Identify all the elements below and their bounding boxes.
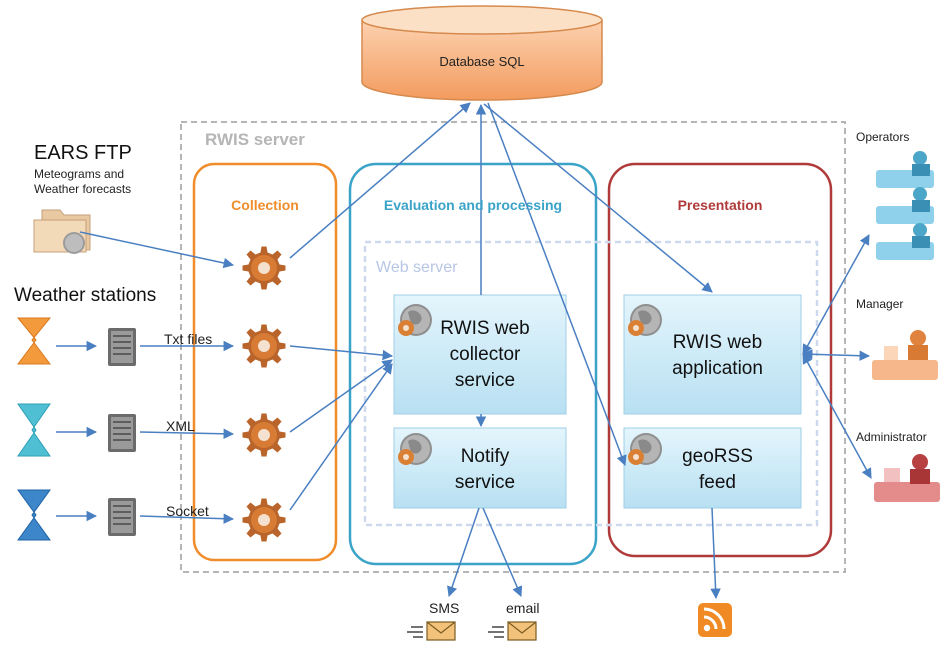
notify-service-label: Notify service bbox=[404, 444, 566, 496]
georss-line2: feed bbox=[699, 472, 736, 493]
manager-icon bbox=[872, 330, 938, 380]
gear-icon-txt bbox=[242, 324, 286, 368]
txt-files-label: Txt files bbox=[164, 331, 213, 347]
collection-heading: Collection bbox=[231, 197, 299, 213]
sms-label: SMS bbox=[429, 600, 460, 616]
administrator-label: Administrator bbox=[856, 430, 927, 444]
station-server-icon-3 bbox=[107, 497, 137, 537]
rwis-server-label: RWIS server bbox=[205, 130, 305, 149]
rss-icon bbox=[698, 603, 732, 637]
manager-label: Manager bbox=[856, 297, 904, 311]
gear-icon-xml bbox=[242, 413, 286, 457]
socket-label: Socket bbox=[166, 503, 209, 519]
database-cylinder bbox=[361, 5, 603, 101]
presentation-heading: Presentation bbox=[677, 197, 763, 213]
weather-stations-label: Weather stations bbox=[14, 285, 157, 306]
weather-station-icon-1 bbox=[16, 317, 52, 365]
email-label: email bbox=[506, 600, 540, 616]
collector-line2: collector bbox=[449, 344, 521, 365]
webapp-line1: RWIS web bbox=[672, 332, 763, 353]
administrator-icon bbox=[874, 454, 940, 502]
georss-line1: geoRSS bbox=[682, 446, 753, 467]
georss-label: geoRSS feed bbox=[634, 444, 801, 496]
collector-service-label: RWIS web collector service bbox=[404, 316, 566, 394]
ears-ftp-subtitle-line1: Meteograms and bbox=[34, 167, 125, 181]
collection-panel bbox=[192, 162, 338, 562]
notify-line1: Notify bbox=[460, 446, 510, 467]
rwis-server-boundary bbox=[180, 121, 846, 573]
evaluation-heading: Evaluation and processing bbox=[383, 197, 563, 213]
notify-line2: service bbox=[454, 472, 516, 493]
collector-line3: service bbox=[454, 370, 516, 391]
station-server-icon-1 bbox=[107, 327, 137, 367]
weather-station-icon-3 bbox=[17, 489, 51, 541]
weather-station-icon-2 bbox=[17, 403, 51, 457]
folder-icon bbox=[33, 209, 91, 254]
evaluation-panel bbox=[348, 162, 598, 566]
webapp-line2: application bbox=[672, 358, 763, 379]
email-envelope-icon bbox=[487, 621, 537, 641]
operators-label: Operators bbox=[856, 130, 910, 144]
web-server-label: Web server bbox=[376, 259, 458, 276]
ears-ftp-title: EARS FTP bbox=[34, 142, 132, 164]
ears-ftp-subtitle-line2: Weather forecasts bbox=[34, 182, 132, 196]
xml-label: XML bbox=[166, 418, 195, 434]
connection-arrows bbox=[56, 102, 872, 600]
gear-icon-socket bbox=[242, 498, 286, 542]
collector-line1: RWIS web bbox=[440, 318, 530, 339]
webapp-label: RWIS web application bbox=[634, 330, 801, 382]
operators-icon bbox=[876, 151, 934, 260]
database-label: Database SQL bbox=[439, 54, 525, 69]
station-server-icon-2 bbox=[107, 413, 137, 453]
sms-envelope-icon bbox=[406, 621, 456, 641]
gear-icon-ftp bbox=[242, 246, 286, 290]
